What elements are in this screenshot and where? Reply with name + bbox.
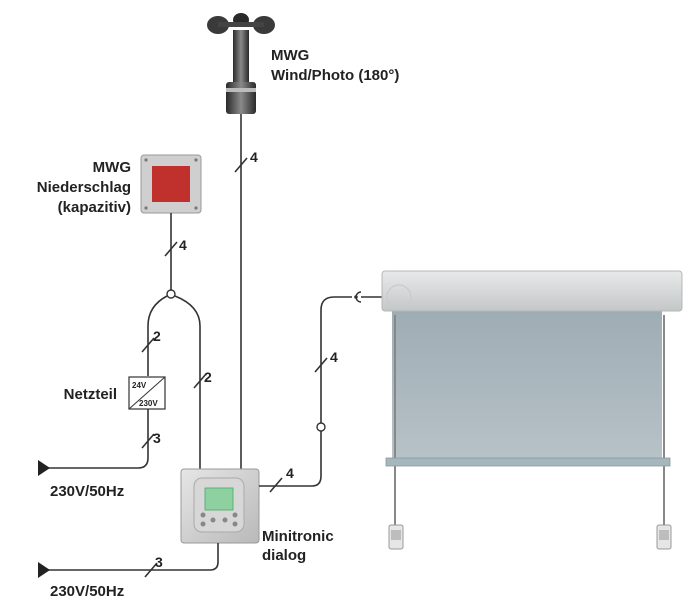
wind-sensor (207, 13, 275, 114)
blind-cassette (381, 270, 683, 312)
wire-count-wind: 4 (250, 149, 258, 165)
wire-count-ctrl-blind: 4 (286, 465, 294, 481)
blind-bottom-bar (385, 457, 671, 467)
wire-rain-to-controller (174, 295, 201, 470)
wire-mains-to-controller (46, 543, 219, 571)
wire-psu-to-rain (147, 295, 168, 376)
wire-count-rain: 4 (179, 237, 187, 253)
wire-count-psu-rain: 2 (153, 328, 161, 344)
wire-mains-to-psu (46, 409, 149, 469)
psu-label-out: 230V (139, 399, 158, 408)
rain-sensor (140, 154, 202, 214)
junction-node (166, 289, 176, 299)
blind-fabric (392, 310, 662, 464)
wire-count-mains-psu: 3 (153, 430, 161, 446)
rain-sensor-label-3: (kapazitiv) (58, 199, 131, 216)
wire-count-rain-ctrl: 2 (204, 369, 212, 385)
blind-junction-node (316, 422, 326, 432)
controller-display (204, 487, 234, 511)
power-supply: 24V 230V (128, 376, 166, 410)
controller-label-1: Minitronic (262, 528, 334, 545)
mains-label-2: 230V/50Hz (50, 583, 124, 600)
wire-controller-to-blind (259, 431, 322, 487)
mains-terminal-1 (38, 460, 50, 476)
wire-blind-drop (320, 296, 352, 423)
psu-label-in: 24V (132, 381, 147, 390)
rain-sensor-label-2: Niederschlag (37, 179, 131, 196)
wind-sensor-label-2: Wind/Photo (180°) (271, 67, 399, 84)
controller-label-2: dialog (262, 547, 306, 564)
minitronic-controller (180, 468, 260, 544)
rain-sensor-label-1: MWG (93, 159, 131, 176)
power-supply-label: Netzteil (64, 386, 117, 403)
mains-label-1: 230V/50Hz (50, 483, 124, 500)
wind-sensor-label-1: MWG (271, 47, 309, 64)
wire-count-mains-ctrl: 3 (155, 554, 163, 570)
wire-count-blind: 4 (330, 349, 338, 365)
blind-unit (381, 270, 683, 550)
mains-terminal-2 (38, 562, 50, 578)
